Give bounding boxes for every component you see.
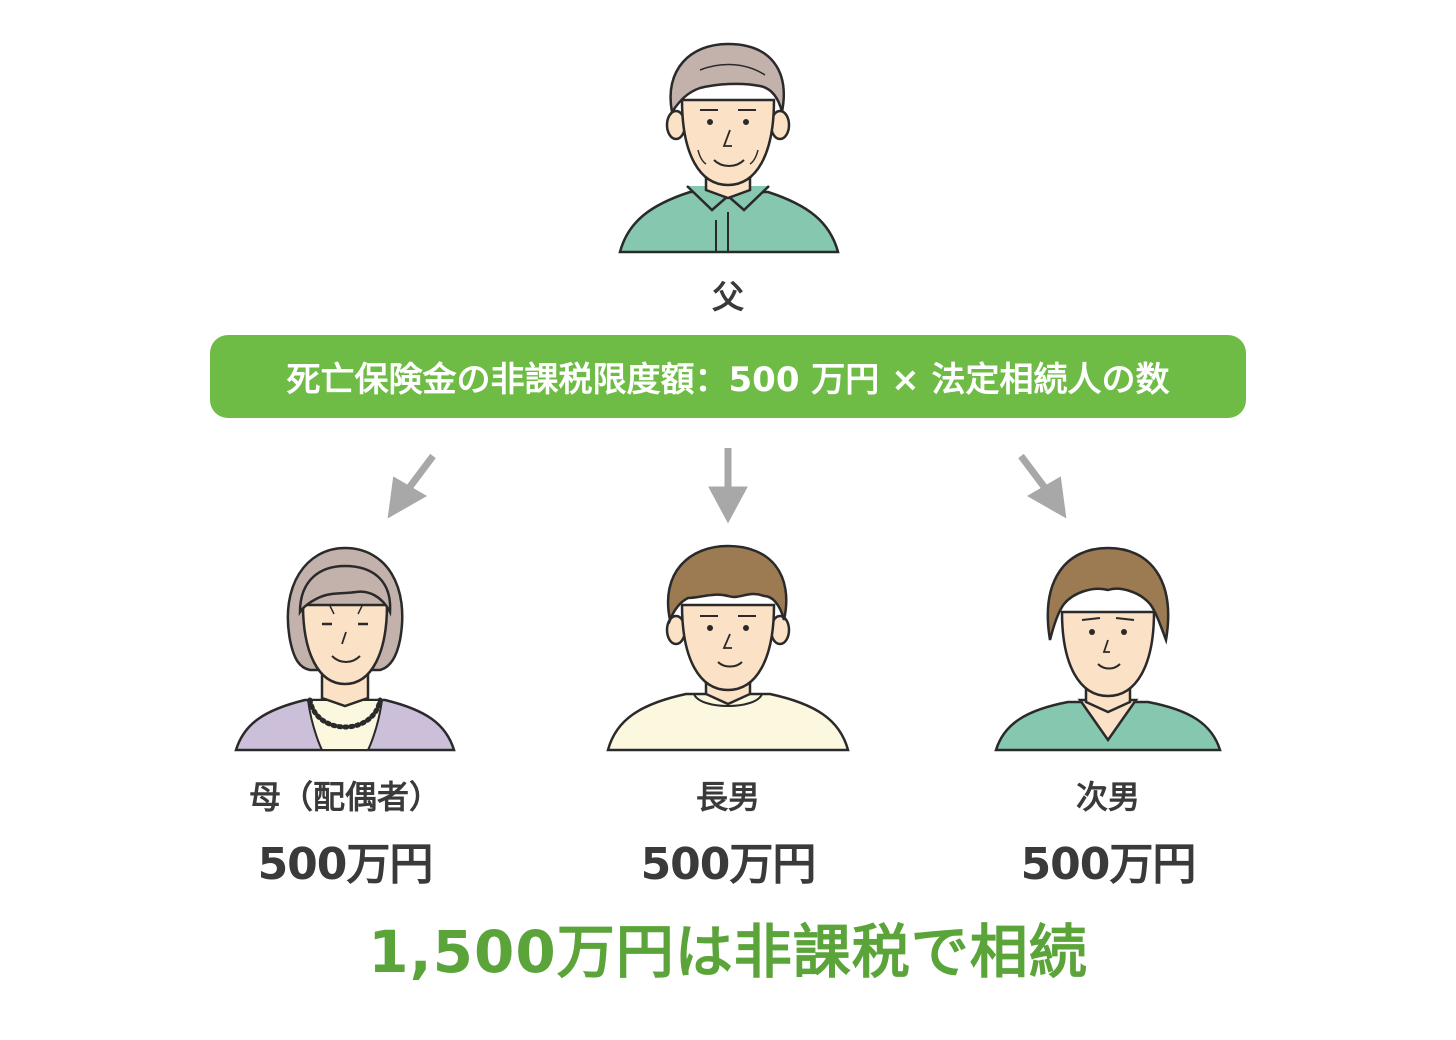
father-illustration xyxy=(618,42,840,254)
second-son-illustration xyxy=(994,546,1222,752)
arrow-to-mother xyxy=(387,453,436,519)
heir-label-eldest-son: 長男 xyxy=(695,778,760,816)
heir-amount-second-son: 500万円 xyxy=(1020,839,1197,890)
heir-label-second-son: 次男 xyxy=(1075,778,1140,816)
formula-text: 死亡保険金の非課税限度額：500 万円 × 法定相続人の数 xyxy=(286,360,1170,400)
heir-label-mother: 母（配偶者） xyxy=(248,778,441,816)
arrow-to-eldest-son xyxy=(708,448,748,524)
formula-banner: 死亡保険金の非課税限度額：500 万円 × 法定相続人の数 xyxy=(210,335,1246,418)
mother-illustration xyxy=(234,546,456,752)
heir-amount-eldest-son: 500万円 xyxy=(640,839,817,890)
heir-amount-mother: 500万円 xyxy=(257,839,434,890)
father-label: 父 xyxy=(711,278,744,316)
arrow-to-second-son xyxy=(1018,453,1067,519)
eldest-son-illustration xyxy=(606,544,850,752)
conclusion-text: 1,500万円は非課税で相続 xyxy=(368,918,1088,986)
